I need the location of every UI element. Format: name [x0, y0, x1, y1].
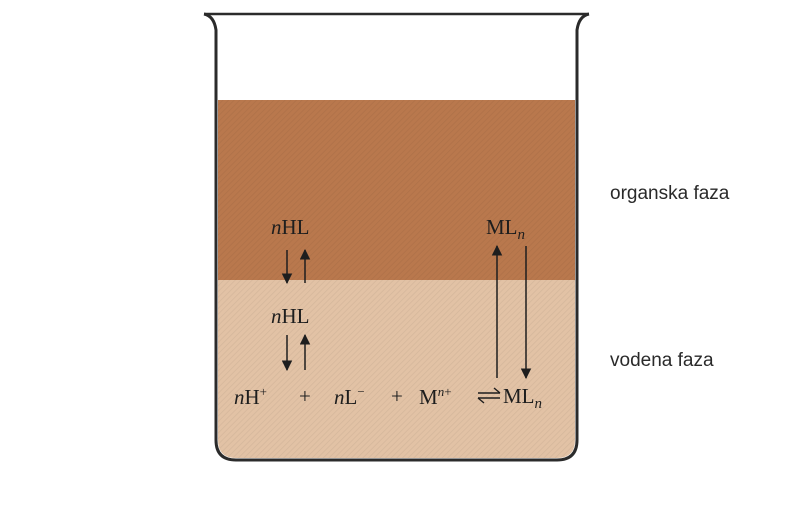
organic-phase-texture	[218, 100, 575, 280]
equilibrium-forward-barb	[493, 387, 501, 394]
plus-operator-1: +	[299, 384, 311, 408]
mln-organic: MLn	[486, 215, 525, 243]
nh-plus-ion: nH+	[234, 384, 268, 409]
organic-phase-label: organska faza	[610, 183, 730, 204]
plus-operator-2: +	[391, 384, 403, 408]
metal-ion: Mn+	[419, 384, 452, 409]
nl-minus-ion: nL−	[334, 384, 365, 409]
aqueous-phase-texture	[218, 280, 575, 458]
aqueous-phase-label: vodena faza	[610, 350, 714, 371]
equilibrium-reverse-barb	[477, 397, 485, 404]
nhl-organic: nHL	[271, 215, 310, 239]
beaker-outline	[203, 12, 590, 462]
nhl-aqueous: nHL	[271, 304, 310, 328]
mln-aqueous: MLn	[503, 384, 542, 412]
